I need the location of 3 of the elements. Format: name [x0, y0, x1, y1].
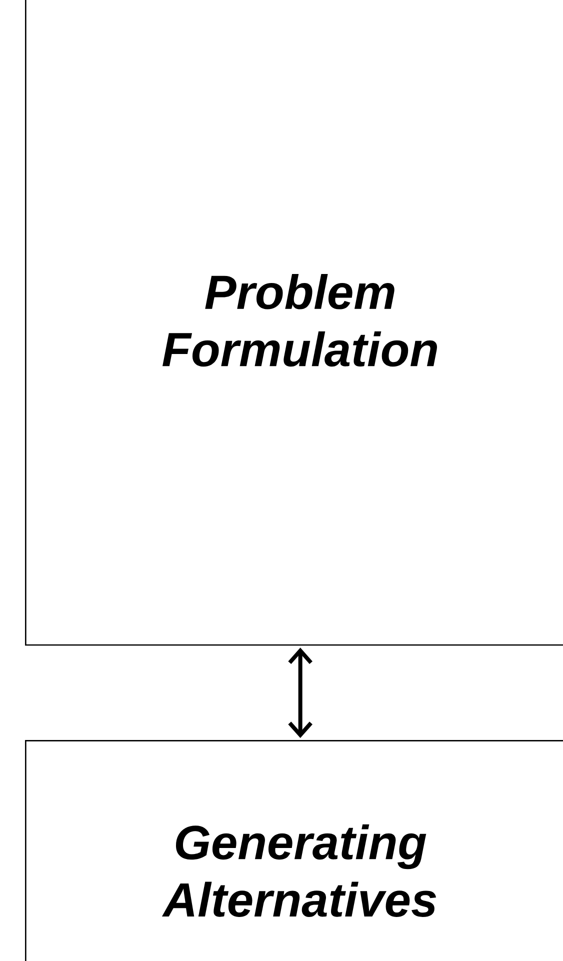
double-arrow: [288, 648, 312, 738]
process-box: Problem Formulation: [25, 0, 563, 646]
process-box: Generating Alternatives: [25, 740, 563, 961]
